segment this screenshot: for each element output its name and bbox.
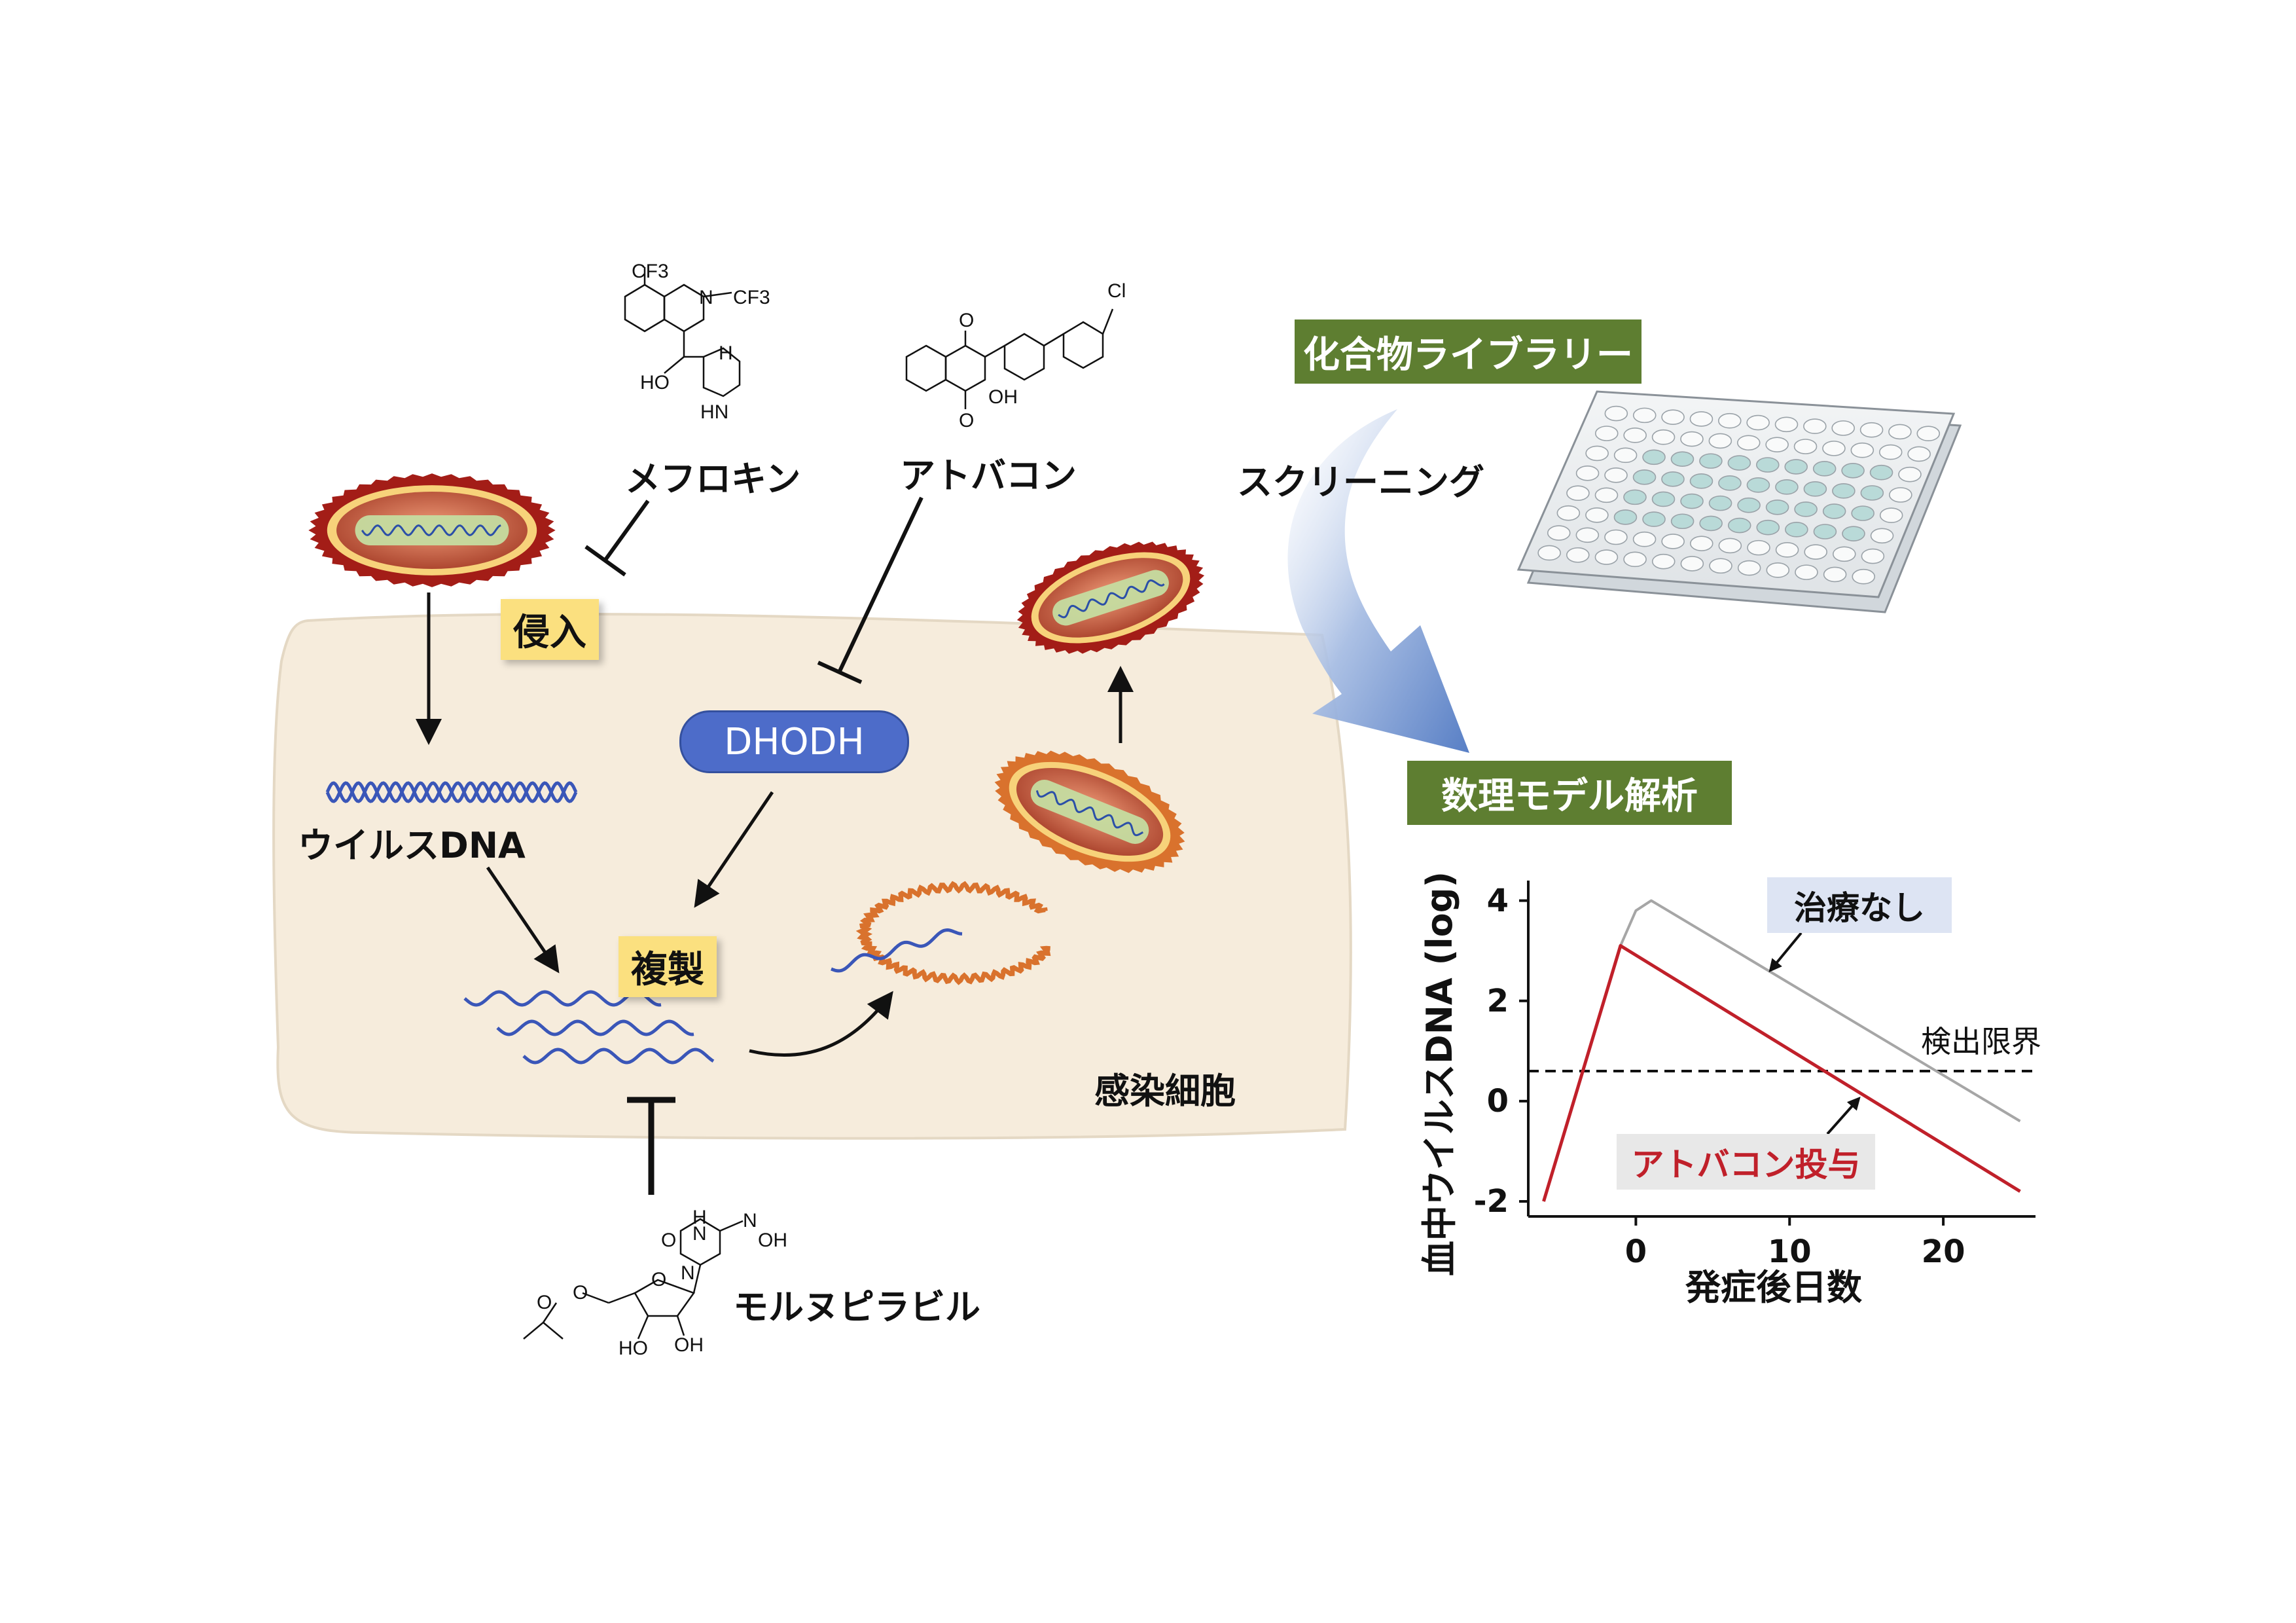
mefloquine-label: メフロキン [625,458,801,500]
atovaquone-label: アトバコン [900,455,1077,496]
viral-dna-label: ウイルスDNA [298,825,526,866]
atom-n: N [699,287,713,308]
atom-hn: HN [700,401,729,423]
treated-line [1542,944,2021,1202]
screening-label: スクリーニング [1237,462,1484,503]
arrow-dna-to-replication [486,866,560,974]
atom-ho: HO [640,372,670,393]
x-tick-label: 0 [1624,1233,1647,1270]
viral-load-chart [1519,881,2036,1226]
atom-o-sugar: O [651,1269,667,1290]
treated-pointer [1826,1097,1861,1135]
molnupiravir-structure [523,1218,744,1340]
atom-ho-sugar: HO [619,1338,648,1359]
atom-oh-sugar: OH [674,1334,704,1356]
atom-h: H [719,342,733,364]
inhibit-molnupiravir [627,1097,675,1195]
library-badge: 化合物ライブラリー [1295,319,1641,384]
dhodh-pill: DHODH [679,710,909,773]
infected-cell [272,612,1352,1140]
untreated-pointer [1768,932,1803,973]
assembling-dna [831,881,1051,985]
modeling-badge: 数理モデル解析 [1407,761,1732,825]
inhibit-mefloquine [584,500,650,577]
atom-o-ester2: O [537,1292,552,1313]
well-plate [1516,390,1962,613]
inhibit-atovaquone [817,496,924,684]
atom-h-top: H [692,1207,707,1228]
virus-entering [308,473,556,587]
atom-cf3-a: CF3 [632,261,669,282]
arrow-dhodh-to-replication [694,791,774,908]
y-axis-label: 血中ウイルスDNA (log) [1419,871,1460,1277]
x-tick-label: 10 [1767,1233,1812,1270]
x-axis-label: 発症後日数 [1685,1267,1862,1308]
atom-o-top: O [959,310,975,331]
atom-o-carb: O [661,1230,677,1251]
atom-nh: N [692,1223,707,1245]
atovaquone-structure [905,308,1114,409]
atom-cf3-b: CF3 [733,287,770,308]
y-tick-label: 2 [1486,982,1509,1019]
atom-o-ester: O [573,1282,588,1304]
atom-n-oh: N [743,1210,757,1231]
virus-assembled [994,750,1185,873]
treated-label: アトバコン投与 [1617,1134,1875,1190]
atom-o-bottom: O [959,410,975,431]
screening-arrow [1287,409,1469,753]
entry-badge: 侵入 [501,599,599,660]
virus-released [1016,541,1205,654]
y-tick-label: 4 [1486,882,1509,919]
arrow-replication-to-assembly [749,991,893,1057]
replication-badge: 複製 [619,936,717,997]
molnupiravir-label: モルヌピラビル [733,1286,980,1328]
x-tick-label: 20 [1921,1233,1965,1270]
atom-oh-right: OH [758,1230,787,1251]
detection-limit-label: 検出限界 [1921,1024,2041,1059]
y-tick-label: 0 [1486,1082,1509,1120]
y-tick-label: -2 [1473,1183,1509,1220]
untreated-label: 治療なし [1767,877,1952,933]
atom-n-ring: N [681,1262,695,1284]
mefloquine-structure [624,267,741,397]
atom-oh: OH [988,386,1018,408]
infected-cell-label: 感染細胞 [1094,1070,1236,1112]
atom-cl: Cl [1107,280,1126,302]
viral-dna-helix [325,781,578,803]
